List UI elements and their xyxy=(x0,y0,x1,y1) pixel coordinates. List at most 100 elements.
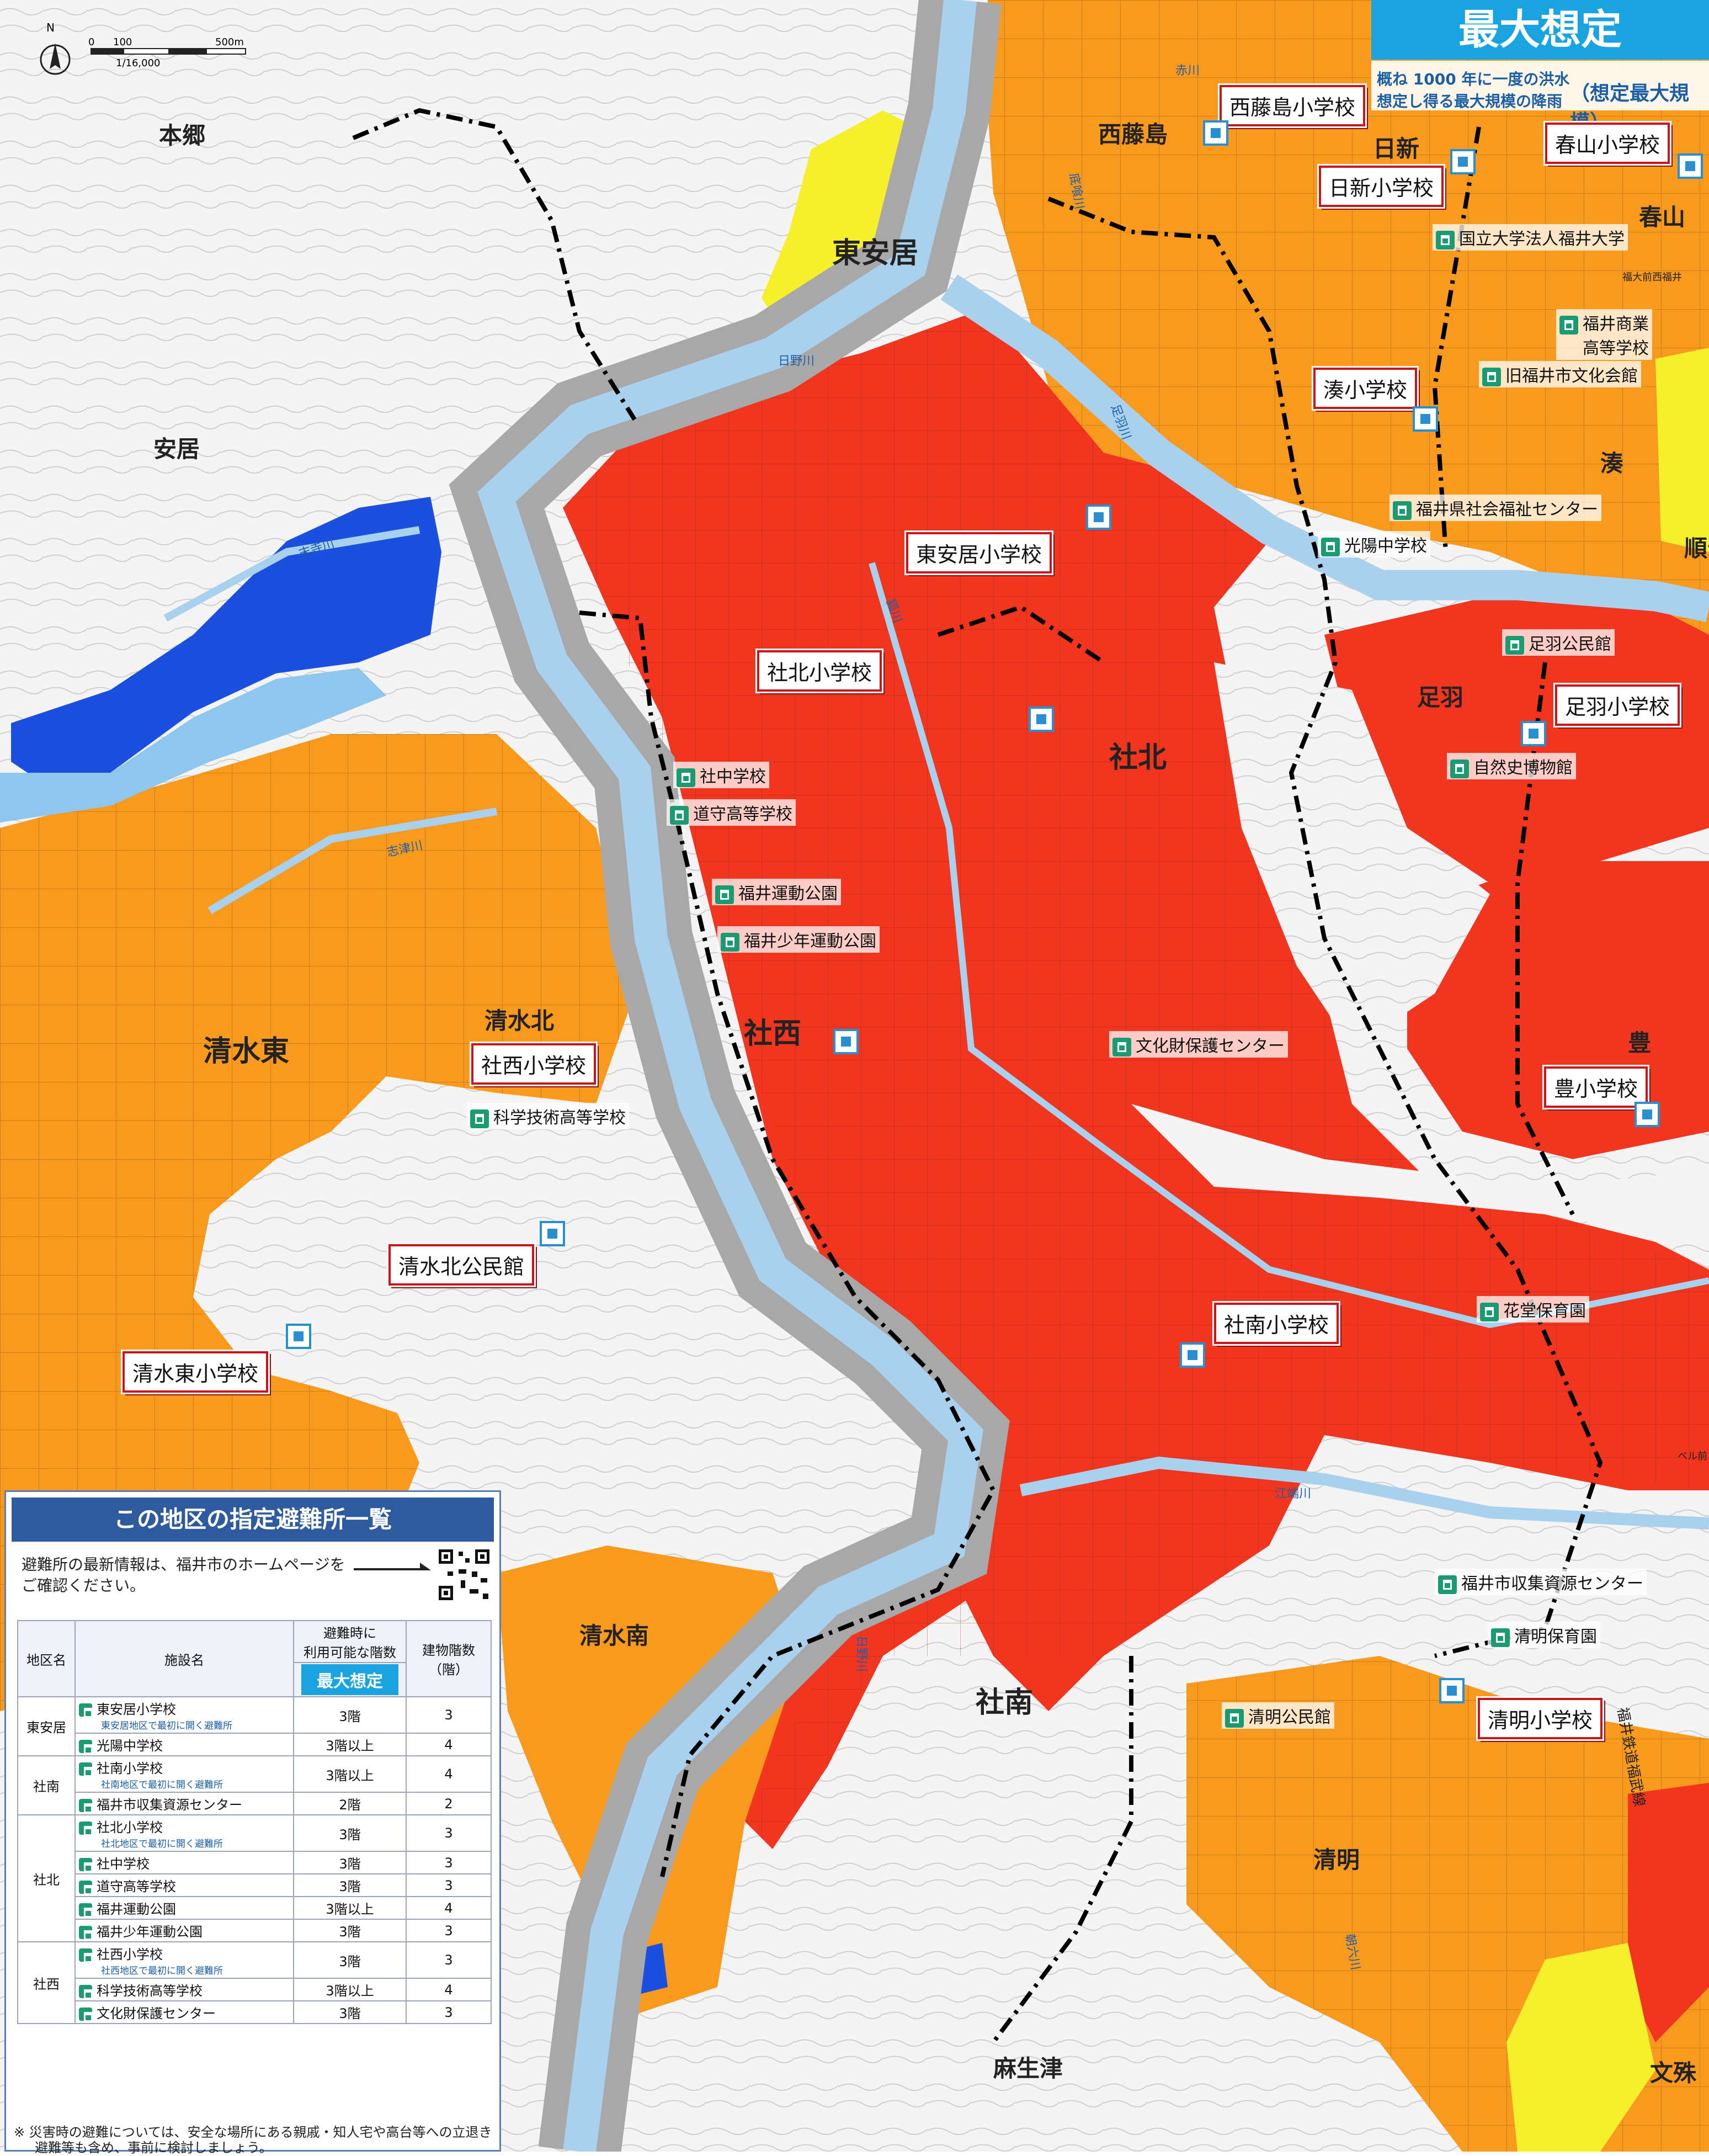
river-label-hino: 日野川 xyxy=(778,354,815,368)
subtitle-line1: 概ね 1000 年に一度の洪水 xyxy=(1377,70,1570,88)
facility-name: 社北小学校 xyxy=(97,1820,163,1835)
facility-shachu-jhs[interactable]: 社中学校 xyxy=(673,762,769,788)
building-floors-cell: 4 xyxy=(406,1978,492,2001)
shelter-icon xyxy=(540,1221,565,1246)
shelter-icon xyxy=(1180,1342,1205,1368)
facility-icon xyxy=(79,1740,93,1754)
river-label-aka: 赤川 xyxy=(1175,64,1200,78)
facility-icon xyxy=(1436,230,1455,249)
facility-cell: 福井市収集資源センター xyxy=(74,1792,294,1815)
district-cell: 社西 xyxy=(17,1941,76,2024)
school-higashiyasui[interactable]: 東安居小学校 xyxy=(906,532,1052,573)
school-haruyama[interactable]: 春山小学校 xyxy=(1545,123,1670,164)
school-yutaka[interactable]: 豊小学校 xyxy=(1544,1066,1648,1108)
shelter-icon xyxy=(286,1324,311,1349)
facility-icon xyxy=(1225,1708,1244,1728)
facility-icon xyxy=(79,1858,93,1872)
school-shasai[interactable]: 社西小学校 xyxy=(471,1043,597,1085)
facility-old-city-hall[interactable]: 旧福井市文化会館 xyxy=(1479,361,1641,387)
facility-label: 福井少年運動公園 xyxy=(744,932,876,951)
facility-science-hs[interactable]: 科学技術高等学校 xyxy=(467,1103,629,1129)
facility-icon xyxy=(1559,315,1578,334)
school-shimizuhigashi[interactable]: 清水東小学校 xyxy=(123,1351,269,1393)
facility-fukui-sports[interactable]: 福井運動公園 xyxy=(712,879,841,905)
shelter-icon xyxy=(1635,1102,1660,1127)
area-yutaka: 豊 xyxy=(1628,1029,1652,1056)
flood-red-grid xyxy=(563,309,1709,1849)
facility-fukui-youth[interactable]: 福井少年運動公園 xyxy=(717,926,880,953)
facility-social-welfare[interactable]: 福井県社会福祉センター xyxy=(1389,495,1601,521)
school-minato[interactable]: 湊小学校 xyxy=(1313,368,1418,409)
facility-cell: 福井運動公園 xyxy=(74,1896,294,1920)
facility-hanando[interactable]: 花堂保育園 xyxy=(1477,1296,1589,1323)
facility-label: 足羽公民館 xyxy=(1529,635,1611,654)
th-max: 最大想定 xyxy=(293,1662,407,1697)
river-ebata xyxy=(1019,1456,1709,1530)
station-label: 福大前西福井 xyxy=(1622,272,1682,283)
building-floors-cell: 3 xyxy=(406,1814,492,1852)
usable-floor-cell: 3階 xyxy=(293,1941,407,1979)
area-monju: 文殊 xyxy=(1650,2059,1697,2086)
facility-icon xyxy=(79,1926,93,1940)
district-boundary xyxy=(352,108,1603,2044)
river-kitsune xyxy=(869,562,1709,1329)
usable-floor-cell: 3階以上 xyxy=(293,1978,407,2001)
building-floors-cell: 3 xyxy=(406,1873,492,1897)
facility-icon xyxy=(79,1903,93,1918)
qr-code-icon[interactable] xyxy=(436,1547,492,1602)
facility-doshu-hs[interactable]: 道守高等学校 xyxy=(667,799,796,826)
th-floor-line1: 避難時に xyxy=(323,1626,376,1641)
usable-floor-cell: 3階 xyxy=(293,1851,407,1874)
usable-floor-cell: 2階 xyxy=(293,1792,407,1815)
flood-orange-west-grid xyxy=(0,734,635,1711)
facility-fukui-univ[interactable]: 国立大学法人福井大学 xyxy=(1433,224,1628,251)
school-shahoku[interactable]: 社北小学校 xyxy=(757,650,882,692)
facility-koyo-jhs[interactable]: 光陽中学校 xyxy=(1318,531,1430,557)
facility-seimei-cc[interactable]: 清明公民館 xyxy=(1222,1702,1334,1729)
facility-icon xyxy=(470,1109,489,1128)
subtitle-line2: 想定し得る最大規模の降雨 xyxy=(1377,92,1563,110)
area-seimei: 清明 xyxy=(1313,1846,1360,1873)
facility-icon xyxy=(1491,1628,1510,1647)
usable-floor-cell: 3階 xyxy=(293,1814,407,1852)
shelter-icon xyxy=(1029,707,1054,732)
school-nisshin[interactable]: 日新小学校 xyxy=(1319,166,1444,207)
school-shanan[interactable]: 社南小学校 xyxy=(1214,1303,1339,1344)
school-nishifujishima[interactable]: 西藤島小学校 xyxy=(1220,85,1366,126)
river-shizu xyxy=(207,808,498,915)
facility-icon xyxy=(79,1762,93,1777)
facility-name: 社南小学校 xyxy=(97,1761,163,1776)
building-floors-cell: 3 xyxy=(406,1941,492,1979)
facility-cultural-center[interactable]: 文化財保護センター xyxy=(1109,1031,1288,1058)
usable-floor-cell: 3階 xyxy=(293,1919,407,1942)
th-building: 建物階数（階） xyxy=(406,1620,492,1697)
facility-first-open-note: 社南地区で最初に開く避難所 xyxy=(101,1780,223,1791)
facility-label: 科学技術高等学校 xyxy=(493,1108,626,1128)
facility-first-open-note: 社北地区で最初に開く避難所 xyxy=(101,1839,223,1850)
area-junka: 順化 xyxy=(1684,535,1709,562)
facility-asuwa-cc[interactable]: 足羽公民館 xyxy=(1502,629,1615,656)
th-floor-line2: 利用可能な階数 xyxy=(304,1645,396,1660)
shelter-icon xyxy=(1521,721,1546,746)
facility-seimei-nursery[interactable]: 清明保育園 xyxy=(1488,1622,1600,1648)
facility-label: 国立大学法人福井大学 xyxy=(1459,230,1625,249)
school-seimei[interactable]: 清明小学校 xyxy=(1478,1698,1603,1739)
facility-first-open-note: 東安居地区で最初に開く避難所 xyxy=(101,1720,232,1732)
flood-blue-nw xyxy=(11,497,441,784)
facility-fukui-commercial[interactable]: 福井商業高等学校 xyxy=(1556,309,1652,360)
river-label-ebata: 江端川 xyxy=(1275,1487,1312,1501)
facility-label: 道守高等学校 xyxy=(693,805,792,824)
school-shimizukita-cc[interactable]: 清水北公民館 xyxy=(388,1244,535,1286)
facility-natural-history[interactable]: 自然史博物館 xyxy=(1447,753,1576,779)
facility-cell: 東安居小学校東安居地区で最初に開く避難所 xyxy=(74,1696,294,1734)
area-asouzu: 麻生津 xyxy=(993,2055,1063,2082)
area-shahoku: 社北 xyxy=(1109,741,1167,774)
facility-cell: 文化財保護センター xyxy=(74,2000,294,2024)
hill-east-1-topo xyxy=(1214,662,1490,1049)
facility-cell: 社西小学校社西地区で最初に開く避難所 xyxy=(74,1941,294,1979)
school-asuwa[interactable]: 足羽小学校 xyxy=(1555,684,1680,726)
facility-recycle[interactable]: 福井市収集資源センター xyxy=(1435,1569,1647,1595)
